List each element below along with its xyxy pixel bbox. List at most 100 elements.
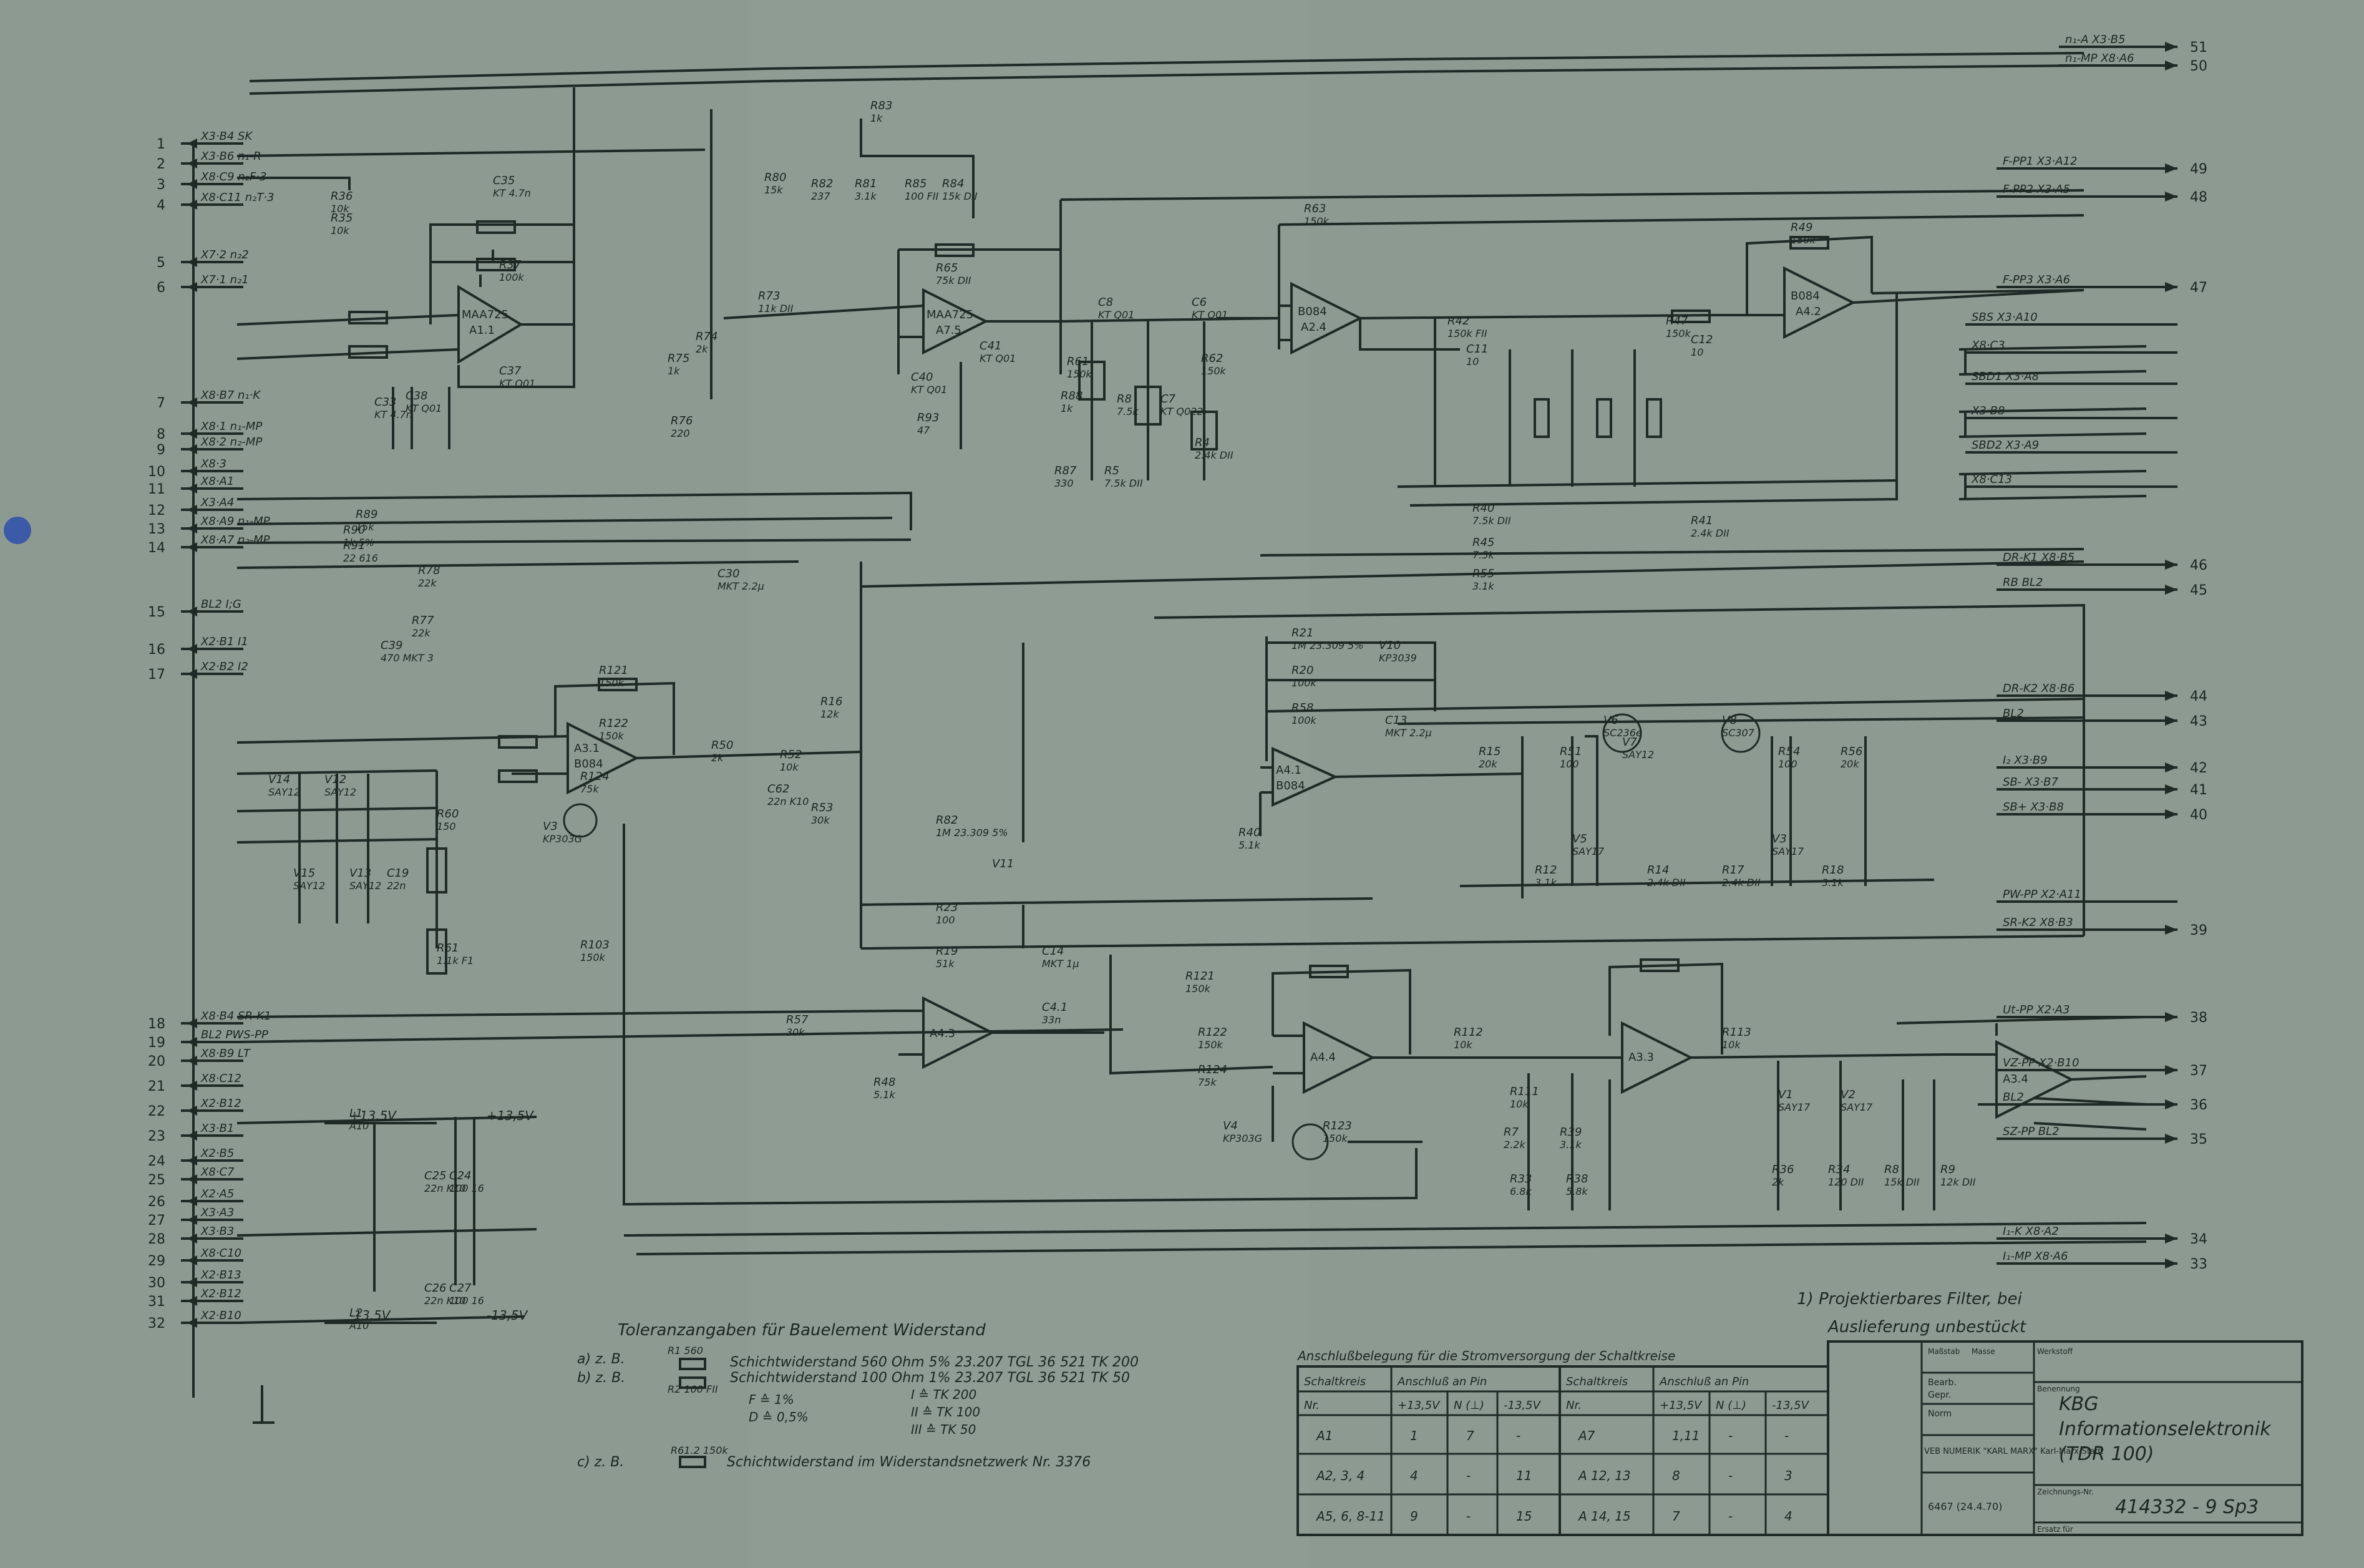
component-value: 2k [711, 752, 724, 764]
component-value: 12k DII [1940, 1176, 1976, 1188]
component-ref: C33 [374, 396, 396, 409]
opamp-a4-2: B084 A4.2 [1409, 235, 2084, 507]
component-ref: V10 [1379, 639, 1401, 652]
component-value: 150k [580, 952, 606, 963]
component-ref: R84 [942, 177, 964, 190]
component-ref: R65 [936, 261, 958, 275]
supply-table-cell: 1 [1410, 1428, 1418, 1443]
component-ref: C7 [1160, 392, 1176, 406]
tolerance-legend-4: III ≙ TK 50 [911, 1422, 976, 1437]
component-ref: V4 [1223, 1119, 1238, 1132]
component-value: 2.2k [1504, 1139, 1525, 1151]
component-value: KT Q01 [1098, 309, 1134, 321]
component-value: 5.1k [873, 1089, 895, 1101]
tolerance-legend-1: D ≙ 0,5% [749, 1410, 809, 1424]
svg-text:A4.1: A4.1 [1276, 764, 1301, 777]
component-value: 12k [820, 708, 839, 720]
left-pin-number: 32 [148, 1316, 165, 1332]
component-value: 2.4k DII [1722, 877, 1761, 889]
component-value: 237 [811, 190, 830, 202]
supply-voltage-label: +13,5V [349, 1108, 397, 1123]
component-ref: R21 [1291, 626, 1313, 640]
left-pin-label: X7·1 n₂1 [200, 273, 249, 286]
tolerance-a-prefix: a) z. B. [577, 1351, 625, 1367]
tolerance-legend-3: II ≙ TK 100 [911, 1405, 980, 1419]
left-pin-label: BL2 PWS-PP [201, 1028, 268, 1041]
component-value: 22n [387, 880, 406, 892]
left-pin-number: 22 [148, 1104, 165, 1119]
left-pin-label: X2·B1 I1 [200, 635, 248, 648]
component-value: 3.1k [1822, 877, 1844, 889]
component-ref: R55 [1472, 567, 1494, 580]
component-ref: C30 [717, 567, 739, 580]
component-ref: V6 [1603, 714, 1618, 727]
left-pin-number: 7 [157, 396, 165, 411]
supply-table-cell: A1 [1315, 1428, 1333, 1443]
component-ref: R38 [1566, 1172, 1588, 1186]
opamp-a4-1: A4.1 B084 [1259, 746, 1523, 836]
svg-text:B084: B084 [1298, 305, 1327, 318]
left-pin-label: X8·A1 [200, 475, 234, 488]
component-value: 150 [437, 821, 456, 832]
supply-table-cell: A5, 6, 8-11 [1315, 1509, 1385, 1524]
component-value: 2k [696, 343, 708, 355]
component-value: MKT 2.2μ [1385, 727, 1432, 739]
left-pin-label: X8·B4 SR-K1 [200, 1010, 271, 1023]
component-ref: R76 [671, 414, 693, 427]
component-ref: V15 [293, 867, 315, 880]
component-value: 1M 23.309 5% [1291, 640, 1364, 651]
right-pin-label: BL2 [2003, 707, 2024, 720]
right-pin-label: RB BL2 [2003, 576, 2043, 589]
component-value: 470 MKT 3 [381, 652, 434, 664]
tolerance-c-symbol: R61.2 150k [671, 1444, 728, 1456]
component-ref: R40 [1238, 826, 1260, 839]
component-ref: R124 [580, 770, 610, 783]
supply-table-subheader: +13,5V [1398, 1399, 1441, 1412]
component-ref: R124 [1198, 1063, 1227, 1076]
component-value: 1k 5% [343, 537, 374, 548]
component-value: 100 16 [449, 1295, 484, 1307]
component-ref: R90 [343, 523, 365, 537]
left-pin-label: X8·3 [200, 457, 226, 470]
component-ref: L1 [349, 1107, 362, 1120]
component-value: SAY17 [1778, 1101, 1811, 1113]
title-label-scale: Maßstab [1928, 1347, 1960, 1356]
component-value: 75k [580, 783, 599, 795]
left-pin-label: X2·B12 [200, 1287, 241, 1300]
component-value: 150k [1791, 234, 1816, 246]
right-pin-number: 35 [2190, 1132, 2207, 1147]
component-value: 10k [1454, 1039, 1472, 1051]
left-pin-label: X2·B13 [200, 1269, 241, 1282]
component-value: 1M 23.309 5% [936, 827, 1008, 839]
right-pin-label: n₁-MP X8·A6 [2065, 52, 2134, 65]
component-value: 20k [1841, 758, 1859, 770]
component-value: 150k FII [1447, 328, 1487, 339]
component-value: 150k [1067, 368, 1092, 380]
component-ref: R54 [1778, 745, 1800, 758]
left-pin-label: X3·B4 SK [200, 130, 253, 143]
left-pin-number: 20 [148, 1054, 165, 1069]
component-ref: C39 [381, 639, 402, 652]
title-label-name: Benennung [2037, 1385, 2080, 1393]
supply-table-subheader: N (⊥) [1454, 1399, 1484, 1412]
component-ref: R77 [412, 614, 434, 627]
title-row-bearb: Bearb. [1928, 1378, 1957, 1388]
left-pin-label: X8·B9 LT [200, 1047, 251, 1060]
component-value: 100 16 [449, 1182, 484, 1194]
tolerance-legend-2: I ≙ TK 200 [911, 1387, 976, 1402]
left-pin-number: 1 [157, 137, 165, 152]
component-value: 75k [1198, 1076, 1217, 1088]
component-ref: C25 [424, 1169, 446, 1182]
right-pin-number: 50 [2190, 59, 2207, 74]
left-pin-label: X8·C12 [200, 1072, 241, 1085]
supply-table-subheader: -13,5V [1504, 1399, 1542, 1412]
component-value: 15k [356, 521, 374, 533]
title-client: KBG [2059, 1393, 2099, 1415]
component-value: 2k [1772, 1176, 1784, 1188]
component-value: 150k [1198, 1039, 1223, 1051]
svg-text:B084: B084 [1791, 290, 1820, 303]
title-line2: (TDR 100) [2059, 1443, 2154, 1465]
